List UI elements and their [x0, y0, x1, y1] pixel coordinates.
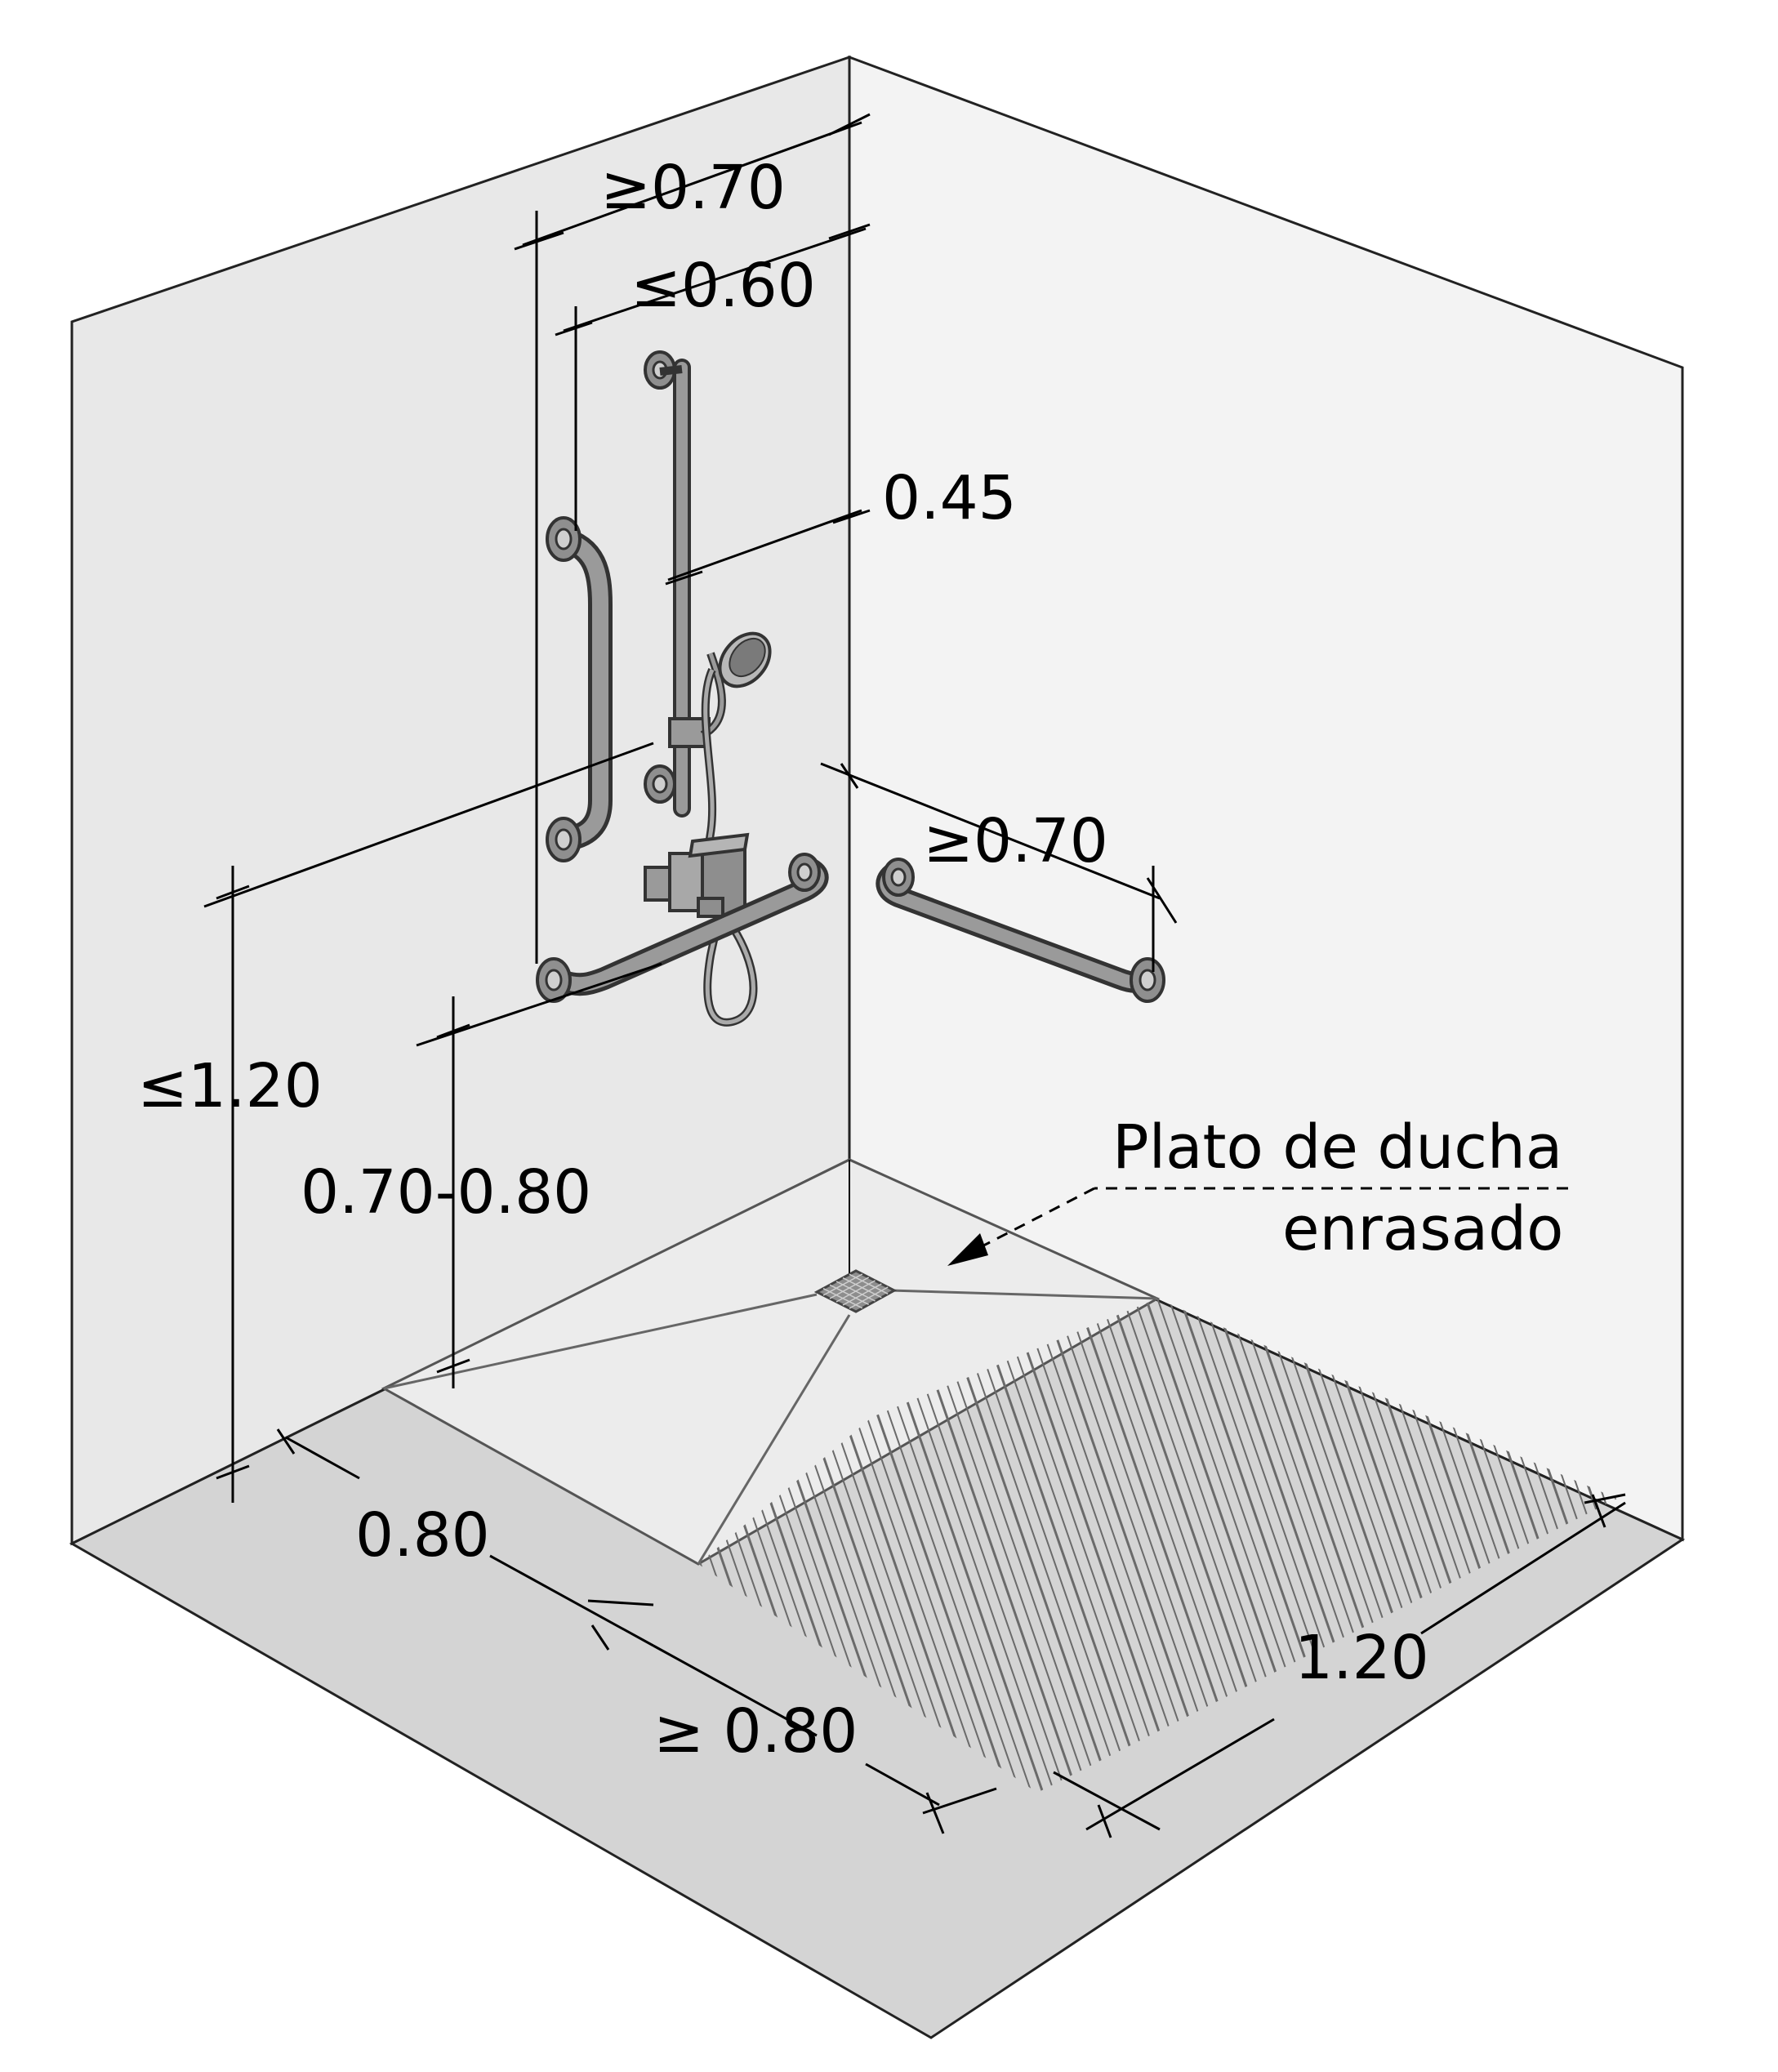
dimension-lines — [203, 113, 1626, 1838]
dim-side-space: ≥ 0.80 — [653, 1696, 858, 1767]
tray-label-leader — [947, 1187, 1568, 1266]
drain-grate — [822, 1273, 889, 1309]
drain-grate-line — [849, 1286, 889, 1309]
horizontal-grab-bar-left-wall — [536, 853, 829, 1003]
tray-slope-line — [889, 1289, 1158, 1300]
tray-slope-line — [697, 1314, 851, 1565]
tray-label-line1: Plato de ducha — [1112, 1112, 1562, 1183]
horizontal-grab-bar-right-wall — [876, 858, 1165, 1003]
dim-inner-width: ≤0.60 — [631, 251, 816, 321]
dim-control-height: ≤1.20 — [137, 1051, 323, 1121]
dim-tray-depth: 0.80 — [355, 1500, 490, 1571]
dim-side-bar-length: ≥0.70 — [923, 806, 1108, 876]
dim-bar-offset: 0.45 — [882, 463, 1017, 533]
vertical-grab-bar — [546, 516, 613, 862]
shower-head — [668, 631, 772, 1027]
tray-slope-line — [383, 1293, 818, 1390]
dim-tray-length: 1.20 — [1295, 1623, 1429, 1693]
dim-top-width: ≥0.70 — [600, 153, 786, 223]
tray-label-line2: enrasado — [1282, 1194, 1563, 1264]
dim-bar-height: 0.70-0.80 — [301, 1157, 591, 1228]
